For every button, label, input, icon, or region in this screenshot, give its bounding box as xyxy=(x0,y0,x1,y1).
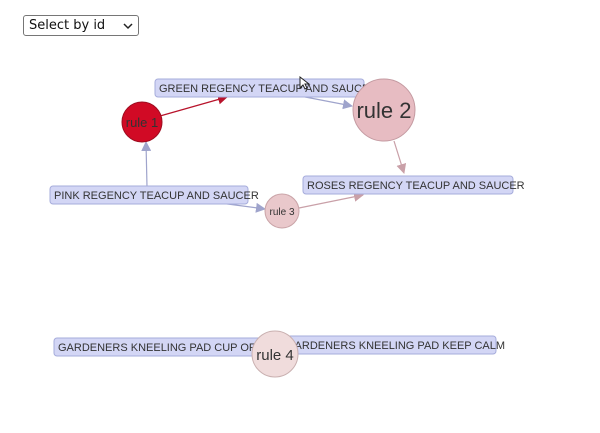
select-by-id-dropdown[interactable]: Select by id xyxy=(23,15,139,36)
item-node-gardeners-calm[interactable]: GARDENERS KNEELING PAD KEEP CALM xyxy=(281,335,505,355)
item-node-pink[interactable]: PINK REGENCY TEACUP AND SAUCER xyxy=(49,185,259,205)
item-node-gardeners-cup[interactable]: GARDENERS KNEELING PAD CUP OF TEA xyxy=(53,337,281,357)
select-label: Select by id xyxy=(29,18,106,33)
rule-node-3[interactable]: rule 3 xyxy=(264,193,300,229)
edge-rule2-to-roses xyxy=(393,140,407,174)
rule-node-4[interactable]: rule 4 xyxy=(251,330,299,378)
edge-rule3-to-roses xyxy=(298,191,364,209)
rule-label-3: rule 3 xyxy=(269,207,294,218)
edge-pink-to-rule1 xyxy=(141,141,152,188)
edge-green-to-rule2 xyxy=(299,95,353,110)
chevron-down-icon xyxy=(123,23,133,30)
rule-node-1[interactable]: rule 1 xyxy=(121,101,163,143)
item-node-roses[interactable]: ROSES REGENCY TEACUP AND SAUCER xyxy=(302,175,525,195)
item-label-gardeners-calm: GARDENERS KNEELING PAD KEEP CALM xyxy=(286,340,505,352)
item-node-green[interactable]: GREEN REGENCY TEACUP AND SAUCER xyxy=(154,78,377,98)
rule-label-1: rule 1 xyxy=(126,115,159,130)
item-label-roses: ROSES REGENCY TEACUP AND SAUCER xyxy=(307,180,525,192)
rule-label-4: rule 4 xyxy=(256,347,294,364)
mouse-cursor-icon xyxy=(299,75,311,90)
edge-rule1-to-green xyxy=(159,94,228,117)
item-label-gardeners-cup: GARDENERS KNEELING PAD CUP OF TEA xyxy=(58,342,281,354)
item-label-green: GREEN REGENCY TEACUP AND SAUCER xyxy=(159,83,377,95)
rule-label-2: rule 2 xyxy=(356,98,411,123)
item-label-pink: PINK REGENCY TEACUP AND SAUCER xyxy=(54,190,259,202)
rule-node-2[interactable]: rule 2 xyxy=(352,78,416,142)
